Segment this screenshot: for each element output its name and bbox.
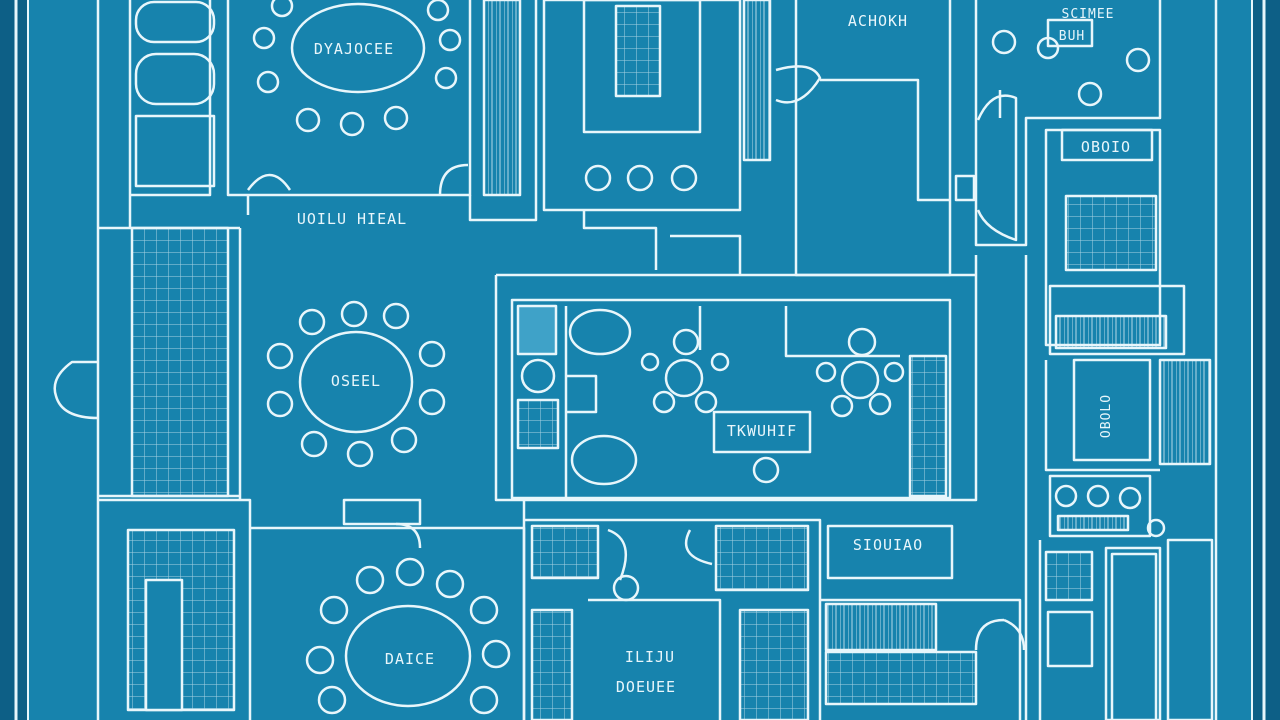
label-hall-center: UOILU HIEAL — [297, 210, 407, 228]
bench-bottom-left — [144, 578, 184, 712]
fixture-central-2 — [520, 358, 556, 394]
door-arc-left-outer — [53, 360, 99, 420]
label-round-table-bottom: DAICE — [385, 650, 435, 668]
cabinet-bottom-right — [1046, 610, 1094, 668]
door-arc-bottom-center — [607, 528, 713, 581]
table-top-dining — [290, 2, 426, 94]
stools-right-lower — [1054, 484, 1142, 510]
wall-central-hall — [238, 228, 978, 502]
table-round-bottom — [344, 604, 472, 708]
shelving-bottom-right-2 — [824, 650, 978, 706]
table-round-left — [298, 330, 414, 434]
label-round-table-left: OSEEL — [331, 372, 381, 390]
label-bottom-center-2: DOEUEE — [616, 678, 676, 696]
fixture-central-3 — [752, 456, 780, 484]
door-arc-top-right — [775, 65, 822, 104]
chairs-top-far-right — [991, 29, 1151, 107]
shelving-bottom-center-1 — [530, 524, 600, 580]
door-arc-top-dining — [438, 163, 469, 196]
label-room-top-right: ACHOKH — [848, 12, 908, 30]
shelving-strip-top — [482, 0, 522, 197]
door-bottom-left — [342, 498, 422, 526]
sign-central — [712, 410, 812, 454]
fixture-central-1 — [516, 304, 558, 356]
fixture-bottom-center — [612, 574, 640, 602]
hatch-right-mid — [1054, 314, 1168, 350]
shelving-bottom-center-4 — [738, 608, 810, 720]
sign-right-mid — [1060, 128, 1154, 162]
sign-box-bottom-right — [826, 524, 954, 580]
fixture-top-left-2 — [134, 52, 216, 106]
wall-right-mid — [1024, 255, 1160, 720]
outer-wall — [96, 0, 1218, 720]
stools-top-center — [584, 164, 698, 192]
partition-top-right — [820, 78, 950, 202]
wall-top-center-lower — [582, 210, 742, 275]
shelves-central — [516, 398, 560, 450]
room-top-center — [542, 0, 742, 212]
wall-left-hall — [98, 226, 240, 498]
shelving-strip-mid-top — [742, 0, 772, 162]
shelving-central-right — [908, 354, 948, 498]
label-room-top-far-right: SCIMEE — [1062, 7, 1115, 22]
chairs-round-bottom — [305, 557, 511, 715]
shelving-bottom-right-1 — [824, 602, 938, 652]
label-center-hall-sign: TKWUHIF — [727, 422, 797, 440]
door-arc-far-right — [976, 94, 1018, 242]
label-room-top-far-right-sub: BUH — [1059, 29, 1085, 44]
counter-right-lower — [1048, 474, 1152, 538]
chairs-central-b — [815, 327, 905, 418]
hatch-right-lower — [1056, 514, 1130, 532]
wall-top-dining — [226, 0, 472, 215]
hatch-left-hall — [130, 226, 230, 498]
wall-far-right-top — [974, 0, 1162, 247]
label-bottom-right-sign: SIOUIAO — [853, 536, 923, 554]
door-arc-bottom-right — [974, 618, 1026, 651]
sign-top-far-right — [1046, 18, 1094, 48]
room-central — [510, 298, 952, 500]
fixture-top-left-3 — [134, 114, 216, 188]
shelving-bottom-right-3 — [1044, 550, 1094, 602]
wall-corridor-top — [468, 0, 538, 222]
shelving-bottom-center-2 — [714, 524, 810, 592]
hatch-right-vertical — [1158, 358, 1212, 466]
shelving-bottom-center-3 — [530, 608, 574, 720]
chairs-central-a — [640, 328, 730, 414]
locker-bottom-right — [1110, 552, 1158, 720]
room-right-vertical — [1072, 358, 1152, 462]
label-bottom-center-1: ILIJU — [625, 648, 675, 666]
wall-bottom-center — [522, 500, 822, 720]
label-right-mid-vertical: OBOLO — [1099, 394, 1114, 438]
door-arc-bottom-left — [395, 522, 422, 549]
counter-right-mid — [1048, 284, 1186, 356]
partition-central — [564, 306, 900, 500]
label-room-right-mid: OBOIO — [1081, 138, 1131, 156]
panel-top-center — [614, 4, 662, 98]
basin-central-bottom — [570, 434, 638, 486]
fixture-top-left-1 — [134, 0, 216, 44]
label-room-top-center: DYAJOCEE — [314, 40, 394, 58]
fixture-right-lower — [1146, 518, 1166, 538]
blueprint-border — [14, 0, 1266, 720]
basin-central-top — [568, 308, 632, 356]
panel-bottom-right-edge — [1166, 538, 1214, 720]
shelves-right-mid — [1064, 194, 1158, 272]
chairs-top-dining — [252, 0, 462, 137]
wall-bottom-right — [820, 540, 1162, 720]
counter-top-center — [582, 0, 702, 134]
chairs-round-left — [266, 300, 446, 468]
fixture-far-right-small — [954, 174, 976, 202]
